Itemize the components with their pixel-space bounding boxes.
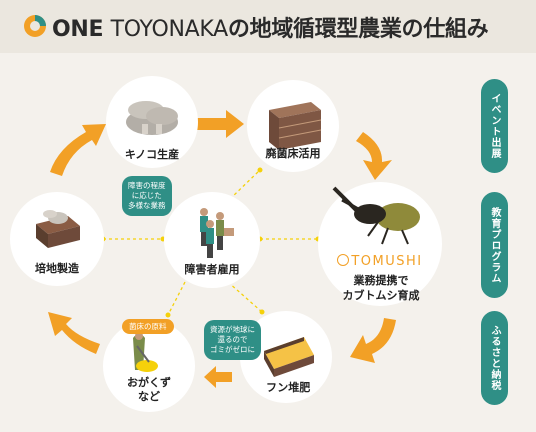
arrow-3 [350,318,396,363]
node-mushroom [106,76,198,168]
sawdust-icon [133,332,158,372]
label-material: おがくず など [127,376,171,403]
callout-resources: 資源が地球に 還るので ゴミがゼロに [204,320,261,360]
brand-toyonaka: TOYONAKA [110,17,229,42]
substrate-block-icon [36,210,80,248]
title-rest: の地域循環型農業の仕組み [227,17,489,42]
header-bar: ONE TOYONAKAの地域循環型農業の仕組み [0,0,536,53]
arrow-5 [50,124,106,176]
mushroom-icon [126,101,178,135]
page-title: ONE TOYONAKAの地域循環型農業の仕組み [52,11,489,43]
brand-one: ONE [52,17,104,42]
callout-disability: 障害の程度 に応じた 多様な業務 [122,176,172,216]
node-substrate [10,192,104,286]
label-employment: 障害者雇用 [184,263,240,276]
node-spent-bed [247,80,339,172]
connector-fertilizer [227,281,263,313]
node-employment [164,192,260,288]
compost-box-icon [264,337,314,377]
stacked-beds-icon [269,102,322,150]
raw-material-tag: 菌床の原料 [122,319,174,334]
arrow-6 [204,366,232,388]
one-toyonaka-logo-icon [24,15,46,37]
pill-event: イベント出展 [481,79,508,173]
tomushi-mark-icon [337,254,350,266]
connector-material [167,281,186,316]
label-beetle: 業務提携で カブトムシ育成 [342,274,420,302]
label-mushroom: キノコ生産 [124,148,180,161]
workers-icon [200,208,234,258]
pill-education: 教育プログラム [481,192,508,298]
connector-spent-bed [229,169,261,200]
label-spent-bed: 廃菌床活用 [265,147,321,160]
pill-furusato: ふるさと納税 [481,311,508,405]
node-beetle: TOMUSHI [318,182,442,306]
arrow-2 [356,132,392,180]
arrow-4 [48,312,100,354]
beetle-icon [332,186,420,245]
label-fertilizer: フン堆肥 [266,381,311,394]
label-substrate: 培地製造 [35,262,79,275]
arrow-1 [197,118,227,130]
node-material [103,320,195,412]
tomushi-logo: TOMUSHI [328,254,432,269]
